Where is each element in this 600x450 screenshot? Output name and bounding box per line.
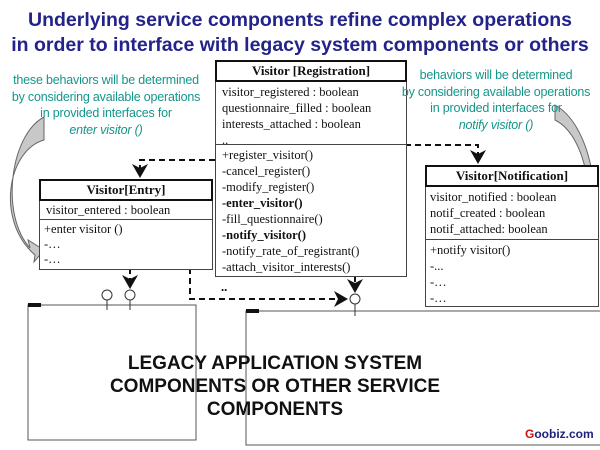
operation: +register_visitor() (222, 148, 314, 162)
operation: -notify_rate_of_registrant() (222, 244, 360, 258)
attribute: interests_attached : boolean (222, 117, 361, 131)
operation: +notify visitor() (430, 243, 511, 257)
class-name: Visitor[Notification] (425, 165, 599, 187)
operation: -... (430, 259, 444, 273)
attribute: questionnaire_filled : boolean (222, 101, 372, 115)
title-line-1: Underlying service components refine com… (28, 9, 572, 31)
left-note: these behaviors will be determined by co… (0, 72, 212, 138)
interface-lollipop (124, 289, 136, 301)
brand-rest: oobiz.com (534, 427, 594, 441)
operation: -fill_questionnaire() (222, 212, 323, 226)
attribute: notif_attached: boolean (430, 222, 548, 236)
operation: -cancel_register() (222, 164, 311, 178)
operation: -… (430, 275, 447, 289)
interface-lollipop (101, 289, 113, 301)
legacy-box-left (27, 304, 197, 441)
class-name: Visitor[Entry] (39, 179, 213, 201)
brand-first-letter: G (525, 427, 535, 441)
class-visitor-notification: Visitor[Notification] visitor_notified :… (425, 165, 599, 307)
legacy-box-right (245, 310, 600, 446)
operation: +enter visitor () (44, 222, 123, 236)
attribute: .. (222, 133, 229, 147)
brand-logo: Goobiz.com (525, 427, 594, 441)
operation: -… (430, 291, 447, 305)
operation: -enter_visitor() (222, 196, 303, 210)
attribute: visitor_registered : boolean (222, 85, 359, 99)
operation: -attach_visitor_interests() (222, 260, 351, 274)
note-line: in provided interfaces for (430, 101, 562, 115)
legacy-box-right-tab (246, 309, 259, 313)
note-line: by considering available operations (401, 84, 591, 99)
legacy-box-left-tab (28, 303, 41, 307)
right-note: behaviors will be determined by consider… (392, 67, 600, 133)
note-operation: enter visitor () (69, 122, 143, 137)
operation: -notify_visitor() (222, 228, 307, 242)
dependency-arrows (122, 144, 486, 307)
class-visitor-entry: Visitor[Entry] visitor_entered : boolean… (39, 179, 213, 270)
attribute: visitor_notified : boolean (430, 190, 557, 204)
note-operation: notify visitor () (458, 117, 534, 132)
note-line: by considering available operations (11, 89, 201, 104)
operation: -modify_register() (222, 180, 315, 194)
legacy-line: COMPONENTS (206, 399, 344, 420)
note-line: in provided interfaces for (40, 106, 172, 120)
operation-ellipsis: .. (221, 280, 228, 294)
title-line-2: in order to interface with legacy system… (11, 34, 589, 56)
note-line: these behaviors will be determined (13, 73, 199, 87)
operation: -… (44, 252, 61, 266)
legacy-line: COMPONENTS OR OTHER SERVICE (109, 376, 441, 397)
legacy-label: LEGACY APPLICATION SYSTEM COMPONENTS OR … (95, 352, 455, 421)
operation: -… (44, 237, 61, 251)
class-visitor-registration: Visitor [Registration] visitor_registere… (215, 60, 407, 277)
attribute: visitor_entered : boolean (46, 203, 171, 217)
interface-lollipop (349, 293, 361, 305)
note-line: behaviors will be determined (419, 68, 573, 82)
attribute: notif_created : boolean (430, 206, 546, 220)
legacy-line: LEGACY APPLICATION SYSTEM (127, 353, 423, 374)
class-name: Visitor [Registration] (215, 60, 407, 82)
